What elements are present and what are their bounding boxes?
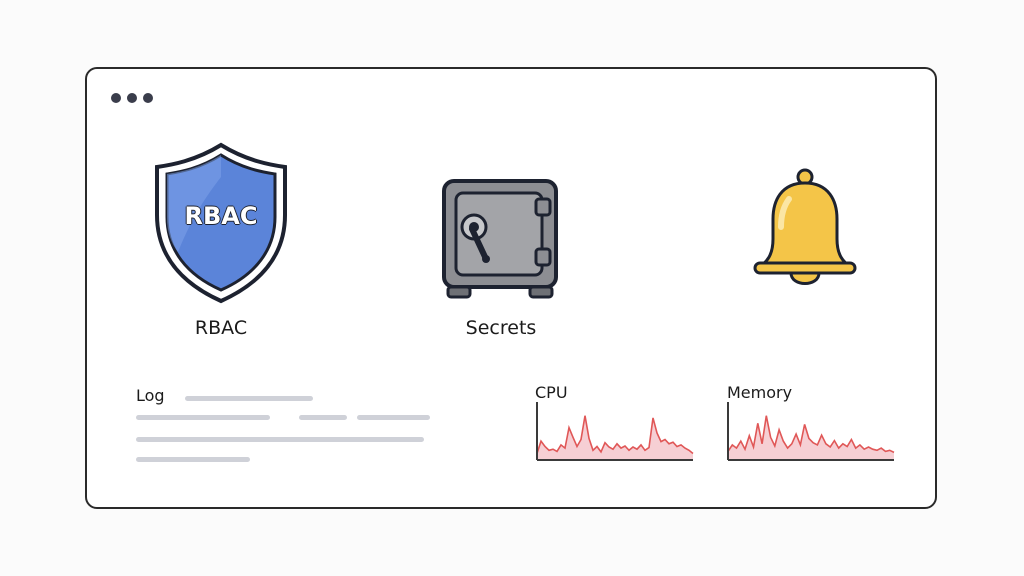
log-line <box>357 415 430 420</box>
shield-icon <box>155 142 287 304</box>
cpu-title: CPU <box>535 383 568 402</box>
log-line <box>185 396 313 401</box>
bell-icon <box>753 168 857 285</box>
window-controls <box>111 93 153 103</box>
window-control-dot[interactable] <box>143 93 153 103</box>
shield-badge-text: RBAC <box>184 202 258 230</box>
memory-line <box>727 415 895 454</box>
log-line <box>299 415 347 420</box>
window-control-dot[interactable] <box>111 93 121 103</box>
memory-title: Memory <box>727 383 793 402</box>
log-line <box>136 457 250 462</box>
app-window: RBAC RBAC Secrets Log CPU Memory <box>85 67 937 509</box>
log-line <box>136 415 270 420</box>
window-control-dot[interactable] <box>127 93 137 103</box>
cpu-line <box>536 415 694 455</box>
rbac-label: RBAC <box>194 317 248 339</box>
memory-chart <box>727 402 895 461</box>
log-line <box>136 437 424 442</box>
cpu-area <box>537 415 693 460</box>
safe-icon <box>442 179 558 299</box>
log-title: Log <box>136 386 165 405</box>
memory-area <box>728 415 894 460</box>
cpu-chart <box>536 402 694 461</box>
secrets-label: Secrets <box>465 317 537 339</box>
